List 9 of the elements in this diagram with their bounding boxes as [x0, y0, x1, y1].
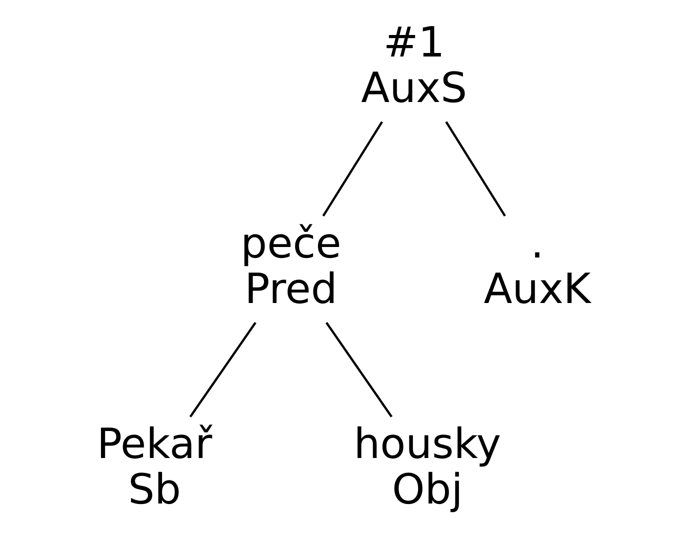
- connector: [322, 121, 384, 217]
- connector: [326, 322, 393, 418]
- connector: [445, 121, 506, 217]
- node-text: housky Obj: [354, 419, 502, 514]
- node-text: Pekař Sb: [96, 419, 212, 514]
- node-text: #1 AuxS: [361, 18, 468, 112]
- node-text: peče Pred: [240, 218, 342, 313]
- connector: [189, 322, 256, 418]
- node-text: . AuxK: [484, 218, 591, 313]
